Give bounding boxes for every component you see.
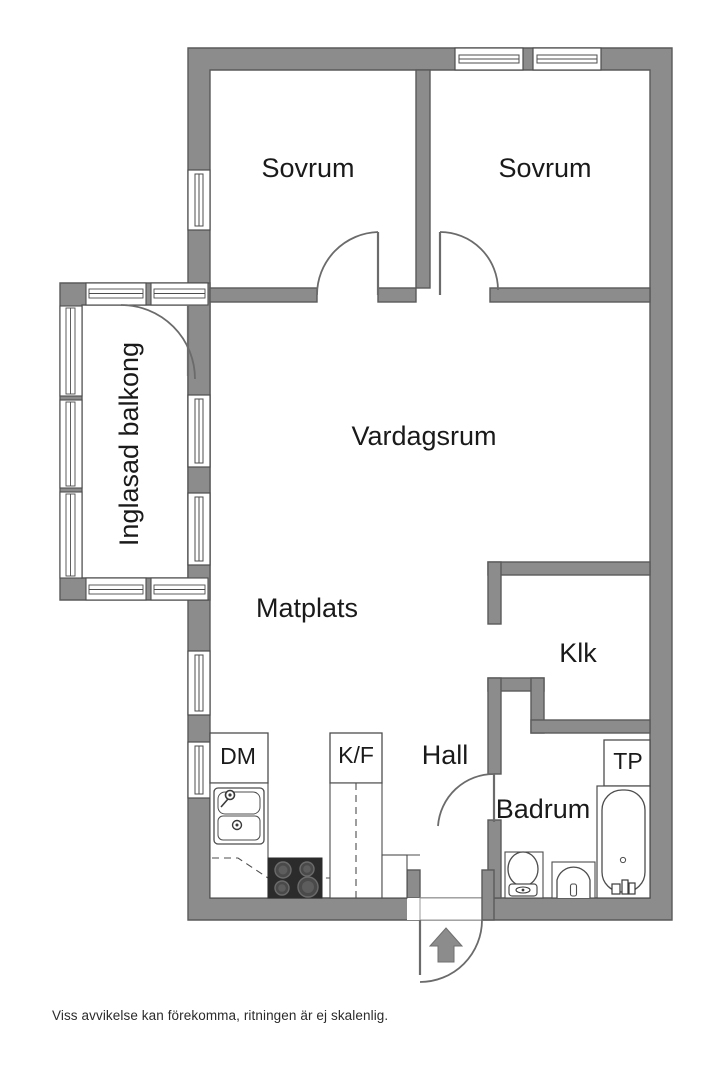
bathtub — [596, 785, 651, 899]
window-top-1 — [454, 47, 524, 71]
entrance-arrow — [428, 927, 464, 963]
cabinet-dashed-corner — [212, 857, 330, 879]
entrance-opening — [419, 897, 483, 921]
window-balcony-top-2 — [150, 282, 209, 306]
windows-group — [59, 47, 602, 799]
partition-klk-left-upper — [487, 561, 502, 625]
room-label-badrum: Badrum — [496, 794, 591, 824]
partition-badrum-top — [530, 719, 651, 734]
window-balcony-left-3 — [59, 491, 83, 579]
window-left-sovrum — [187, 169, 211, 231]
partition-between-bedrooms — [415, 69, 431, 289]
door-sovrum-1[interactable] — [316, 231, 380, 296]
window-left-living-1 — [187, 394, 211, 468]
window-balcony-bottom-1 — [85, 577, 147, 601]
window-left-kitchen-2 — [187, 741, 211, 799]
room-label-vardagsrum: Vardagsrum — [351, 421, 496, 451]
entrance-threshold-left — [407, 898, 420, 920]
door-badrum[interactable] — [437, 773, 496, 827]
plan-caption: Viss avvikelse kan förekomma, ritningen … — [52, 1008, 389, 1023]
window-left-kitchen-1 — [187, 650, 211, 716]
partition-bedroom2-bottom — [489, 287, 651, 303]
room-labels-group: Sovrum Sovrum Vardagsrum Matplats Inglas… — [114, 153, 643, 824]
room-label-inglasad-balkong: Inglasad balkong — [114, 342, 144, 546]
kitchen-sink — [213, 787, 265, 845]
door-balkong[interactable] — [120, 304, 196, 380]
window-balcony-top-1 — [85, 282, 147, 306]
door-entrance[interactable] — [418, 919, 483, 983]
door-sovrum-2[interactable] — [438, 231, 499, 295]
counter-right-run — [381, 854, 408, 899]
partition-bedroom1-bottom-right — [377, 287, 417, 303]
appliance-label-kf: K/F — [338, 742, 374, 768]
appliance-label-tp: TP — [613, 748, 642, 774]
window-left-living-2 — [187, 492, 211, 566]
bathroom-fixtures-group — [504, 739, 651, 899]
partition-hall-right-stub — [481, 869, 495, 921]
partition-hall-badrum — [487, 677, 502, 775]
room-label-hall: Hall — [422, 740, 469, 770]
stove-cooktop — [267, 857, 323, 899]
partition-hall-left — [406, 869, 421, 899]
toilet — [504, 851, 544, 899]
fridge-freezer-body — [329, 782, 383, 899]
bathroom-sink — [551, 861, 596, 899]
window-balcony-bottom-2 — [150, 577, 209, 601]
room-label-sovrum-2: Sovrum — [498, 153, 591, 183]
window-balcony-left-2 — [59, 399, 83, 489]
room-label-matplats: Matplats — [256, 593, 358, 623]
doors-group — [120, 231, 499, 983]
partition-bedroom1-bottom — [209, 287, 318, 303]
window-top-2 — [532, 47, 602, 71]
appliance-label-dm: DM — [220, 743, 256, 769]
partition-klk-top — [487, 561, 651, 576]
dishwasher-cabinet — [209, 732, 269, 784]
room-label-sovrum-1: Sovrum — [261, 153, 354, 183]
window-balcony-left-1 — [59, 305, 83, 397]
washer-cabinet — [603, 739, 651, 787]
kitchen-fixtures-group — [209, 732, 420, 899]
room-label-klk: Klk — [559, 638, 597, 668]
